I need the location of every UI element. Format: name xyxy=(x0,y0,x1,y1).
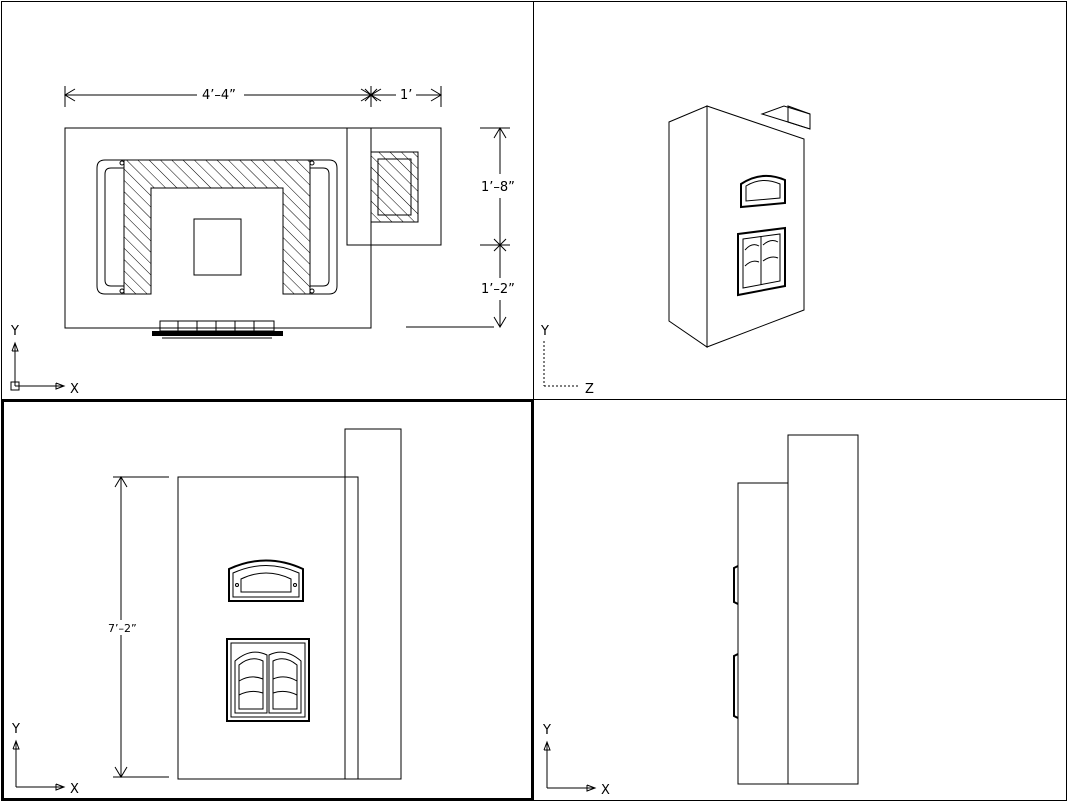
iso-front-face xyxy=(706,105,805,348)
front-grate xyxy=(152,320,283,339)
dim-label-width-main: 4’–4” xyxy=(202,88,236,103)
dimension-width-side xyxy=(370,86,442,107)
ucs-icon xyxy=(10,341,66,391)
ucs-y-label: Y xyxy=(10,324,19,339)
iso-lower-door xyxy=(737,226,786,297)
ucs-y-label: Y xyxy=(11,722,20,737)
dim-label-height: 7’–2” xyxy=(108,622,137,635)
ucs-icon xyxy=(12,739,66,791)
dimension-height xyxy=(113,476,169,778)
ucs-z-label: Z xyxy=(585,382,594,397)
ucs-y-label: Y xyxy=(542,723,551,738)
front-lower-door xyxy=(226,638,310,722)
chimney-outline xyxy=(346,127,442,246)
ucs-x-label: X xyxy=(601,783,610,798)
firebox-hatch xyxy=(123,159,311,295)
plan-drawing: 4’–4” 1’ xyxy=(10,86,515,397)
side-drawing: Y X xyxy=(542,434,859,798)
viewport-side[interactable]: Y X xyxy=(533,399,1067,801)
viewport-front-active[interactable]: 7’–2” Y X xyxy=(1,399,534,801)
ucs-icon xyxy=(543,341,579,387)
firebox-center xyxy=(193,218,242,276)
dim-label-width-side: 1’ xyxy=(400,88,412,103)
side-door-profiles xyxy=(733,565,739,719)
front-body xyxy=(177,476,359,780)
side-body xyxy=(737,482,789,785)
dim-label-depth-upper: 1’–8” xyxy=(481,180,515,195)
flue-hatch xyxy=(370,151,419,223)
ucs-x-label: X xyxy=(70,382,79,397)
ucs-icon xyxy=(543,740,597,792)
front-drawing: 7’–2” Y X xyxy=(11,428,402,797)
hearth-outline xyxy=(64,127,372,329)
ucs-y-label: Y xyxy=(540,324,549,339)
side-chimney xyxy=(787,434,859,785)
front-chimney xyxy=(344,428,402,780)
ucs-x-label: X xyxy=(70,782,79,797)
iso-chimney xyxy=(760,105,811,130)
viewport-isometric[interactable]: Y Z xyxy=(533,1,1067,400)
isometric-drawing: Y Z xyxy=(540,105,811,397)
dimension-depth xyxy=(480,127,510,328)
iso-upper-door xyxy=(740,174,786,209)
viewport-plan[interactable]: 4’–4” 1’ xyxy=(1,1,534,400)
dim-label-depth-lower: 1’–2” xyxy=(481,282,515,297)
iso-side-face xyxy=(668,105,708,348)
front-upper-door xyxy=(228,559,304,602)
